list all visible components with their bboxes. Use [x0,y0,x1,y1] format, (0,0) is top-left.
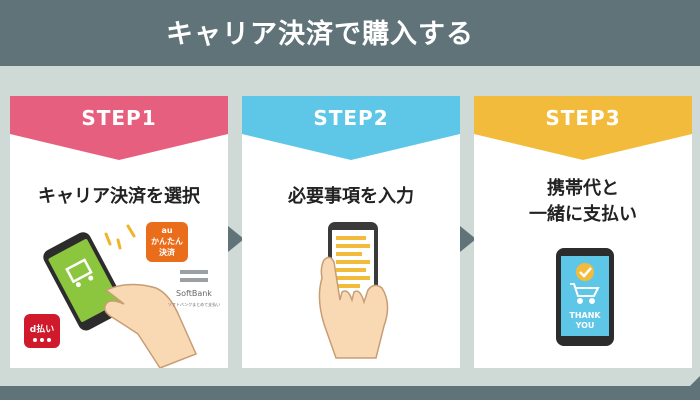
au-logo-line2: かんたん [151,236,183,246]
step-card-3: STEP3 携帯代と 一緒に支払い THANK YOU [474,96,692,368]
step3-title-line2: 一緒に支払い [529,204,637,225]
thank-you-line1: THANK [569,311,601,320]
header-bar: キャリア決済で購入する [0,0,700,66]
au-logo-line3: 決済 [159,247,176,257]
step3-label: STEP3 [545,106,621,130]
step1-illustration: au かんたん 決済 SoftBank ソフトバンクまとめて支払い [24,222,220,368]
step3-illustration: THANK YOU [556,248,614,346]
hand-icon [318,256,389,359]
page-title: キャリア決済で購入する [166,19,474,50]
step2-title: 必要事項を入力 [288,186,414,207]
step2-label: STEP2 [313,106,389,130]
step1-label: STEP1 [81,106,157,130]
cart-icon [570,283,600,304]
dpay-logo: d払い [24,314,60,348]
softbank-logo: SoftBank ソフトバンクまとめて支払い [168,270,220,307]
softbank-logo-caption: ソフトバンクまとめて支払い [168,301,220,307]
step1-banner-shape [10,96,228,160]
dpay-logo-text: d払い [30,323,54,335]
sparkle-lines [104,224,136,250]
bottom-bar [0,386,700,400]
au-logo-line1: au [161,226,172,235]
step3-banner: STEP3 [474,96,692,168]
au-logo: au かんたん 決済 [146,222,188,262]
step-card-2: STEP2 必要事項を入力 [242,96,460,368]
smartphone-thankyou-icon: THANK YOU [556,248,614,346]
step-card-1: STEP1 キャリア決済を選択 au かんたん 決済 [10,96,228,368]
softbank-logo-name: SoftBank [176,289,212,298]
next-arrow-icon-2 [460,226,476,252]
step3-title-line1: 携帯代と [547,178,619,199]
step1-title: キャリア決済を選択 [38,186,200,207]
hand-icon [103,283,198,368]
bottom-arrow-icon [676,376,700,400]
check-icon [576,263,594,281]
next-arrow-icon-1 [228,226,244,252]
step2-banner: STEP2 [242,96,460,168]
step2-banner-shape [242,96,460,160]
step3-banner-shape [474,96,692,160]
step1-banner: STEP1 [10,96,228,168]
step2-illustration [318,222,389,359]
thank-you-line2: YOU [575,321,595,330]
